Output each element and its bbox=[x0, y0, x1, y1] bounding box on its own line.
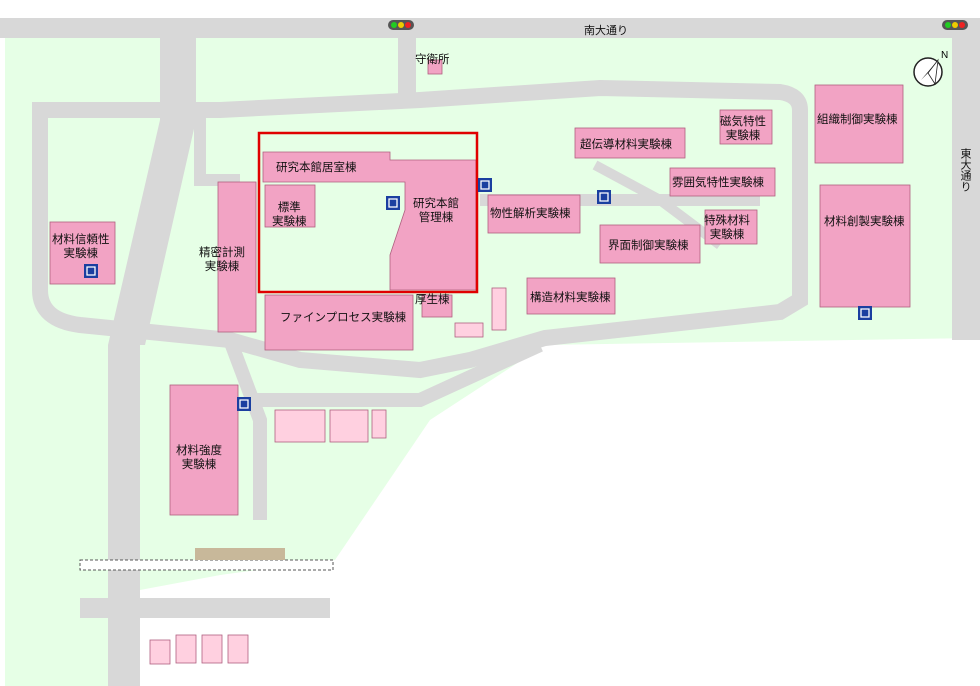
label-zairyo-kyodo: 材料強度 実験棟 bbox=[176, 443, 222, 471]
road-label-south: 南大通り bbox=[584, 24, 628, 37]
parking-icon-glyph bbox=[860, 308, 870, 318]
building-fine-process bbox=[264, 294, 414, 351]
building-funiki bbox=[669, 167, 776, 197]
parking-icon-glyph bbox=[480, 180, 490, 190]
road-south-main bbox=[0, 18, 980, 38]
building-annex-3 bbox=[371, 409, 387, 439]
label-kenkyu-kanri-2: 管理棟 bbox=[418, 210, 454, 224]
inner-road-e bbox=[194, 110, 240, 186]
label-zairyo-kyodo-2: 実験棟 bbox=[181, 457, 217, 471]
north-arrow-icon: N bbox=[913, 50, 948, 87]
label-zairyo-shinrai: 材料信頼性 実験棟 bbox=[52, 232, 110, 260]
label-hyojun-2: 実験棟 bbox=[272, 214, 307, 228]
parking-icon bbox=[858, 306, 872, 320]
label-tokushu-1: 特殊材料 bbox=[704, 213, 750, 227]
label-kenkyu-kanri-1: 研究本館 bbox=[413, 196, 459, 210]
parking-icon bbox=[237, 397, 251, 411]
building-kozo bbox=[526, 277, 616, 315]
label-kozo: 構造材料実験棟 bbox=[530, 290, 611, 304]
label-guard: 守衛所 bbox=[415, 52, 450, 66]
highlight-frame bbox=[257, 131, 479, 294]
sports-field bbox=[195, 548, 285, 560]
road-east-main bbox=[952, 18, 980, 340]
label-jiki-1: 磁気特性 bbox=[720, 114, 766, 128]
label-seimitsu-1: 精密計測 bbox=[199, 245, 245, 259]
label-jiki-2: 実験棟 bbox=[725, 128, 761, 142]
label-funiki: 雰囲気特性実験棟 bbox=[672, 175, 764, 189]
building-jiki bbox=[719, 109, 773, 145]
label-kenkyu-kanri: 研究本館 管理棟 bbox=[413, 196, 459, 224]
building-annex-4 bbox=[149, 639, 171, 665]
buildings bbox=[49, 59, 911, 665]
label-tokushu-2: 実験棟 bbox=[709, 227, 745, 241]
building-kenkyu-kyoshitsu bbox=[262, 151, 477, 291]
building-annex-1 bbox=[274, 409, 326, 443]
label-fine-process: ファインプロセス実験棟 bbox=[280, 310, 407, 324]
building-annex-2 bbox=[329, 409, 369, 443]
building-kaimen bbox=[599, 224, 701, 264]
parking-icon-glyph bbox=[239, 399, 249, 409]
road-label-east: 東大通り bbox=[959, 148, 972, 192]
building-guard bbox=[427, 59, 443, 75]
railway bbox=[79, 559, 334, 571]
parking-icon bbox=[597, 190, 611, 204]
label-hyojun-1: 標準 bbox=[277, 200, 301, 214]
label-soshiki: 組織制御実験棟 bbox=[817, 112, 898, 126]
building-soshiki bbox=[814, 84, 904, 164]
label-busshitsu: 物性解析実験棟 bbox=[490, 206, 571, 220]
building-annex-9 bbox=[454, 322, 484, 338]
compass-label: N bbox=[941, 50, 948, 61]
inner-ring-road bbox=[32, 79, 808, 379]
parking-icon bbox=[386, 196, 400, 210]
label-zairyo-shinrai-2: 実験棟 bbox=[63, 246, 99, 260]
road-guard-entry bbox=[398, 38, 416, 108]
label-tokushu: 特殊材料 実験棟 bbox=[704, 213, 750, 241]
building-kosei bbox=[421, 294, 453, 318]
building-busshitsu bbox=[487, 194, 581, 234]
label-zairyo-sosei: 材料創製実験棟 bbox=[824, 214, 905, 228]
parking-icon bbox=[84, 264, 98, 278]
parking-icon-glyph bbox=[599, 192, 609, 202]
parking-icons bbox=[84, 178, 872, 411]
building-annex-6 bbox=[201, 634, 223, 664]
building-annex-8 bbox=[491, 287, 507, 331]
label-kosei: 厚生棟 bbox=[415, 292, 450, 306]
building-tokushu bbox=[704, 209, 758, 245]
label-hyojun: 標準 実験棟 bbox=[272, 200, 307, 228]
road-bottom-cross bbox=[80, 598, 330, 618]
building-hyojun bbox=[264, 184, 316, 228]
traffic-light-icon bbox=[942, 20, 968, 30]
label-kaimen: 界面制御実験棟 bbox=[608, 238, 689, 252]
label-seimitsu: 精密計測 実験棟 bbox=[199, 245, 245, 273]
parking-icon-glyph bbox=[86, 266, 96, 276]
building-zairyo-kyodo bbox=[169, 384, 239, 516]
label-zairyo-shinrai-1: 材料信頼性 bbox=[52, 232, 110, 246]
building-zairyo-shinrai bbox=[49, 221, 116, 285]
inner-road-d bbox=[250, 338, 543, 407]
label-jiki: 磁気特性 実験棟 bbox=[720, 114, 766, 142]
building-annex-7 bbox=[227, 634, 249, 664]
label-chodendo: 超伝導材料実験棟 bbox=[580, 137, 672, 151]
label-kenkyu-kyoshitsu: 研究本館居室棟 bbox=[276, 160, 357, 174]
building-seimitsu bbox=[217, 181, 257, 333]
building-zairyo-sosei bbox=[819, 184, 911, 308]
building-annex-5 bbox=[175, 634, 197, 664]
parking-icon-glyph bbox=[388, 198, 398, 208]
traffic-light-icon bbox=[388, 20, 414, 30]
road-west-diagonal bbox=[108, 120, 196, 345]
parking-icon bbox=[478, 178, 492, 192]
road-west-vertical bbox=[108, 345, 140, 686]
label-zairyo-kyodo-1: 材料強度 bbox=[176, 443, 222, 457]
building-chodendo bbox=[574, 127, 686, 159]
inner-road-a bbox=[223, 337, 267, 520]
label-seimitsu-2: 実験棟 bbox=[204, 259, 240, 273]
